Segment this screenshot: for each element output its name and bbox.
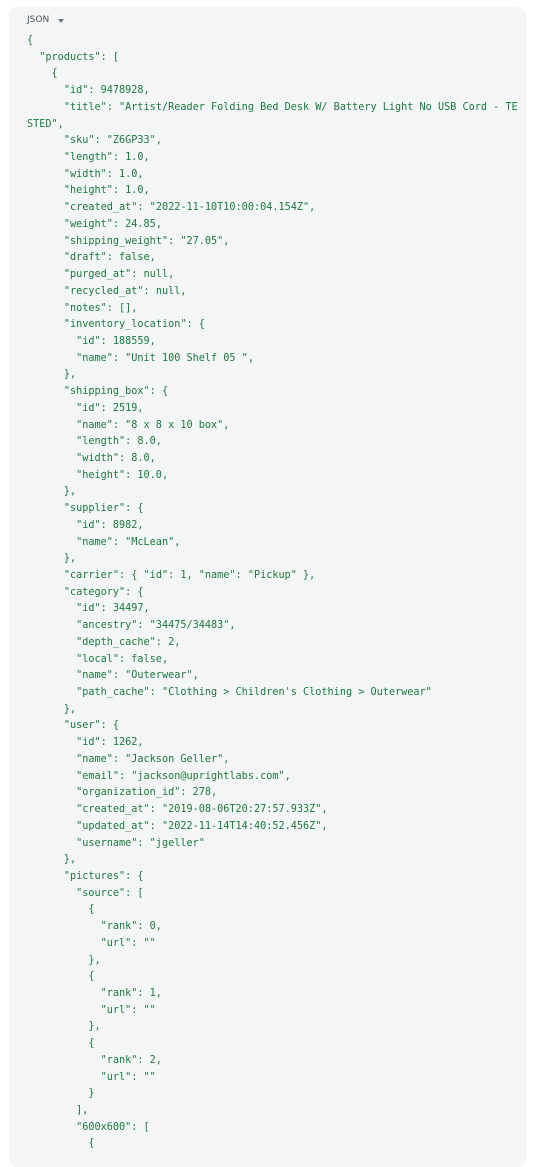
code-line: }, <box>27 1021 101 1033</box>
code-line: "url": "" <box>27 1004 156 1016</box>
code-line: "width": 1.0, <box>27 168 144 180</box>
code-line: "rank": 0, <box>27 921 162 933</box>
code-block-header[interactable]: JSON <box>9 7 526 33</box>
chevron-down-icon[interactable] <box>58 18 65 23</box>
code-line: { <box>27 1138 95 1150</box>
code-line: "email": "jackson@uprightlabs.com", <box>27 770 291 782</box>
code-line: "inventory_location": { <box>27 319 205 331</box>
code-line: "name": "Unit 100 Shelf 05 ", <box>27 352 254 364</box>
code-line: { <box>27 904 95 916</box>
code-line: }, <box>27 369 77 381</box>
code-line: "notes": [], <box>27 302 138 314</box>
code-line: ], <box>27 1105 89 1116</box>
code-line: "updated_at": "2022-11-14T14:40:52.456Z"… <box>27 820 328 832</box>
code-line: "name": "McLean", <box>27 536 181 548</box>
code-line: { <box>27 1038 95 1050</box>
code-line: "category": { <box>27 586 144 598</box>
code-line: "name": "Outerwear", <box>27 670 199 682</box>
code-line: { <box>27 68 58 80</box>
code-line: }, <box>27 854 77 866</box>
code-line: "height": 1.0, <box>27 185 150 197</box>
code-line: "depth_cache": 2, <box>27 636 181 648</box>
code-line: "id": 9478928, <box>27 85 150 97</box>
code-line: "rank": 2, <box>27 1054 162 1066</box>
code-line: "id": 2519, <box>27 402 144 414</box>
language-label: JSON <box>27 15 50 25</box>
code-line: }, <box>27 486 77 498</box>
code-block: JSON { "products": [ { "id": 9478928, "t… <box>9 7 526 1167</box>
code-line: "height": 10.0, <box>27 469 169 481</box>
code-line: "shipping_box": { <box>27 386 169 398</box>
code-line: "weight": 24.85, <box>27 218 162 230</box>
code-line: "products": [ <box>27 51 120 63</box>
code-line: "supplier": { <box>27 503 144 515</box>
code-line: "600x600": [ <box>27 1121 150 1133</box>
code-line: } <box>27 1088 95 1100</box>
code-line: "created_at": "2019-08-06T20:27:57.933Z"… <box>27 804 328 816</box>
code-line: { <box>27 35 34 46</box>
code-line: "length": 1.0, <box>27 152 150 164</box>
code-line: "source": [ <box>27 887 144 899</box>
code-line: "title": "Artist/Reader Folding Bed Desk… <box>27 101 518 130</box>
code-line: "shipping_weight": "27.05", <box>27 235 230 247</box>
code-line: { <box>27 971 95 983</box>
code-line: "organization_id": 278, <box>27 787 218 799</box>
code-line: "rank": 1, <box>27 987 162 999</box>
code-line: "id": 188559, <box>27 335 156 347</box>
code-line: }, <box>27 954 101 966</box>
code-line: "carrier": { "id": 1, "name": "Pickup" }… <box>27 570 316 581</box>
code-line: "sku": "Z6GP33", <box>27 135 162 147</box>
code-line: "draft": false, <box>27 252 156 264</box>
code-line: "purged_at": null, <box>27 269 175 281</box>
code-line: "pictures": { <box>27 870 144 882</box>
json-code: { "products": [ { "id": 9478928, "title"… <box>9 33 526 1153</box>
code-line: "id": 1262, <box>27 737 144 749</box>
code-line: "local": false, <box>27 653 169 665</box>
code-line: }, <box>27 703 77 715</box>
code-line: "name": "Jackson Geller", <box>27 753 230 765</box>
code-line: "length": 8.0, <box>27 436 162 448</box>
code-line: }, <box>27 553 77 565</box>
code-line: "recycled_at": null, <box>27 285 187 297</box>
code-line: "url": "" <box>27 1071 156 1083</box>
code-line: "width": 8.0, <box>27 452 156 464</box>
code-line: "user": { <box>27 720 120 732</box>
code-line: "username": "jgeller" <box>27 837 205 849</box>
code-line: "ancestry": "34475/34483", <box>27 620 236 632</box>
code-line: "name": "8 x 8 x 10 box", <box>27 419 230 431</box>
code-line: "id": 34497, <box>27 603 150 615</box>
code-line: "created_at": "2022-11-10T10:00:04.154Z"… <box>27 202 316 214</box>
code-line: "path_cache": "Clothing > Children's Clo… <box>27 687 432 699</box>
code-line: "id": 8982, <box>27 519 144 531</box>
code-line: "url": "" <box>27 937 156 949</box>
